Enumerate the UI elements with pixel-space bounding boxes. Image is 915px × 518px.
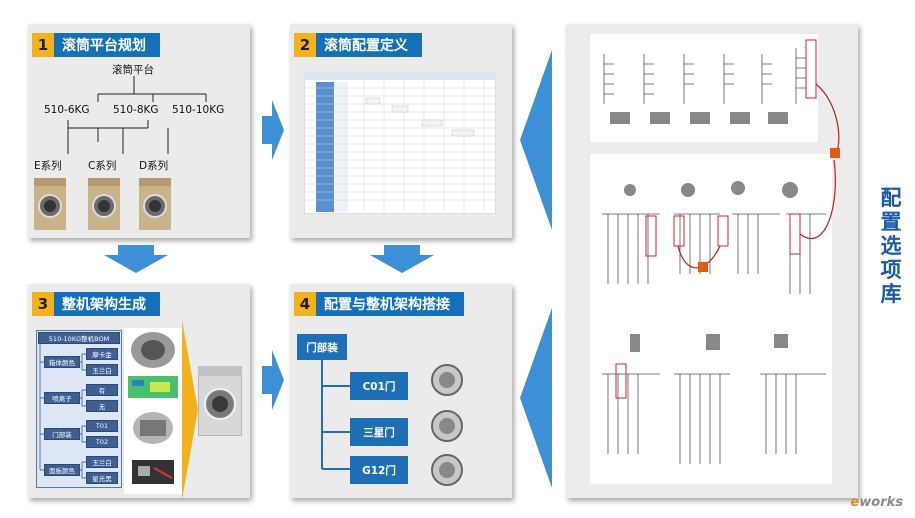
door-root-box: 门部装 [297,334,347,360]
door-item-samsung: 三星门 [350,418,408,446]
watermark-prefix: e [850,495,860,510]
bom-option: 玉兰白 [86,364,118,376]
step-title: 整机架构生成 [54,292,160,316]
panel-2-title: 2 滚筒配置定义 [294,33,422,57]
bom-connectors [39,344,86,479]
panel-3-title: 3 整机架构生成 [32,292,160,316]
washer-image-e [34,178,66,230]
bom-option: 无 [86,400,118,412]
platform-root-label: 滚筒平台 [112,64,154,76]
library-title: 配置选项库 [880,186,902,306]
arrow-2-to-4 [370,245,434,273]
bom-option: T02 [86,436,118,448]
arrow-1-to-3 [104,245,168,273]
platform-tree-lines [67,76,207,154]
arrow-1-to-2 [262,100,284,160]
washer-image-c [88,178,120,230]
step-badge: 2 [294,33,316,57]
step-badge: 3 [32,292,54,316]
bom-group-label: 面板颜色 [44,464,80,476]
watermark-suffix: works [859,495,903,510]
bom-option: 有 [86,384,118,396]
assembly-arrow [182,320,198,500]
step-title: 滚筒平台规划 [54,33,160,57]
door-photos [431,364,463,486]
bom-group-label: 喷离子 [44,392,80,404]
bom-option: 摩卡金 [86,348,118,360]
washer-image-final [198,366,242,436]
step-badge: 1 [32,33,54,57]
series-d: D系列 [139,160,169,172]
bom-group-label: 门部装 [44,428,80,440]
panel-1-title: 1 滚筒平台规划 [32,33,160,57]
panel-4-title: 4 配置与整机架构搭接 [294,292,464,316]
step-title: 滚筒配置定义 [316,33,422,57]
door-tree-lines [321,360,350,470]
arrow-library-to-2 [520,50,552,230]
capacity-6kg: 510-6KG [44,104,90,116]
bom-option: T01 [86,420,118,432]
series-e: E系列 [34,160,62,172]
arrow-3-to-4 [262,350,284,410]
arrow-library-to-4 [520,308,552,488]
bom-title: 510-10KG整机BOM [38,332,120,344]
bom-option: 玉兰白 [86,456,118,468]
washer-image-d [139,178,171,230]
eworks-watermark: eworks [850,495,903,510]
door-item-c01: C01门 [350,372,408,400]
step-badge: 4 [294,292,316,316]
step-title: 配置与整机架构搭接 [316,292,464,316]
capacity-10kg: 510-10KG [172,104,225,116]
door-item-g12: G12门 [350,456,408,484]
bom-option: 星光黑 [86,472,118,484]
bom-group-label: 箱体颜色 [44,356,80,368]
component-photos [124,328,182,494]
config-spreadsheet-image [304,72,496,214]
capacity-8kg: 510-8KG [113,104,159,116]
feature-tree-images [590,34,840,484]
series-c: C系列 [88,160,117,172]
